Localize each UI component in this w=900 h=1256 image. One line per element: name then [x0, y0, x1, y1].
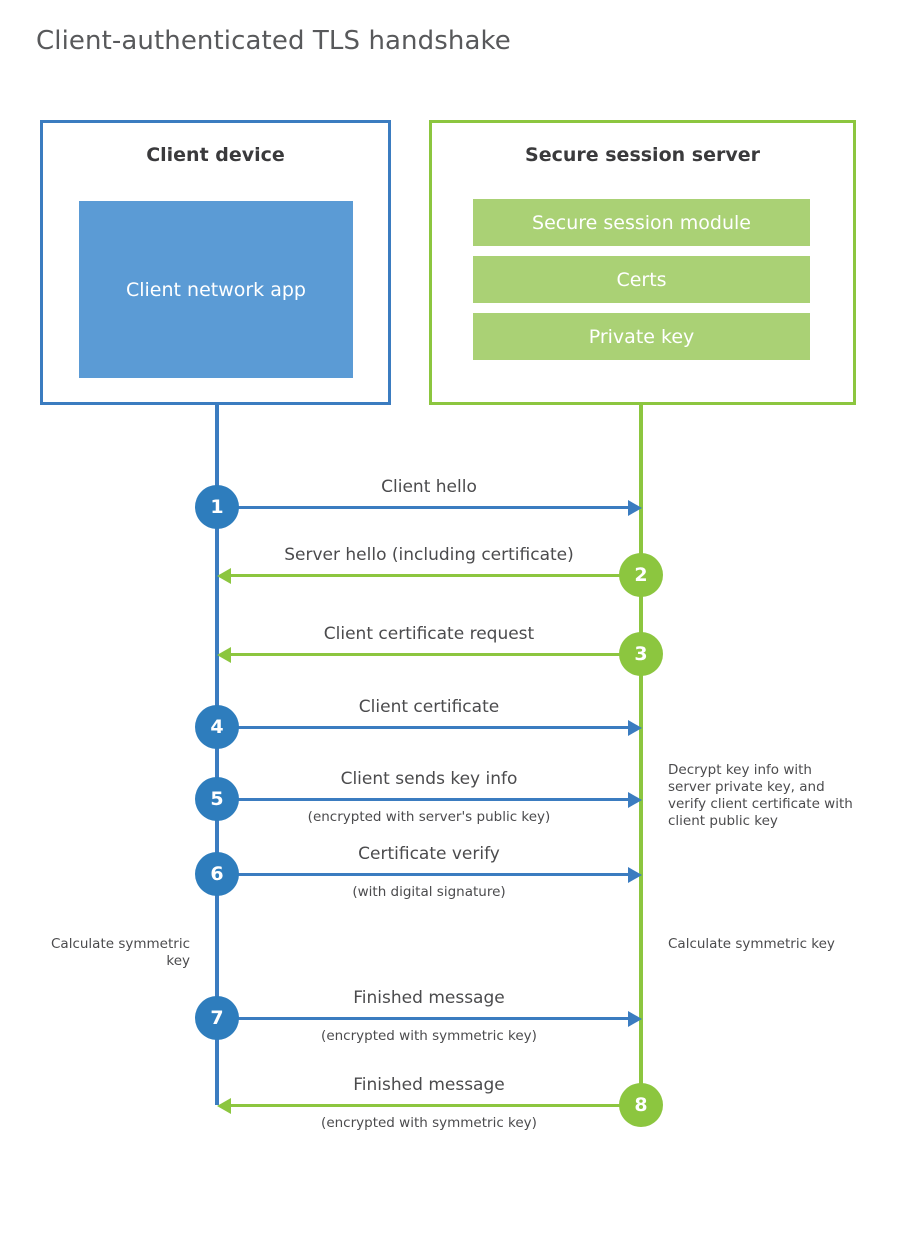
arrow-line-step-7 [217, 1017, 629, 1020]
server-module-private-key: Private key [473, 313, 810, 360]
arrow-head-step-1 [628, 500, 642, 516]
message-sublabel-step-8: (encrypted with symmetric key) [321, 1115, 537, 1131]
server-decrypt-note: Decrypt key info with server private key… [668, 762, 853, 829]
client-network-app-block: Client network app [79, 201, 353, 378]
message-label-step-7: Finished message [353, 988, 505, 1008]
arrow-line-step-1 [217, 506, 629, 509]
message-label-step-6: Certificate verify [358, 844, 500, 864]
step-badge-5[interactable]: 5 [195, 777, 239, 821]
message-label-step-4: Client certificate [358, 697, 500, 717]
secure-session-server-title: Secure session server [525, 144, 760, 166]
server-lifeline [639, 404, 643, 1105]
arrow-line-step-4 [217, 726, 629, 729]
secure-session-server-box: Secure session server Secure session mod… [429, 120, 856, 405]
step-badge-3[interactable]: 3 [619, 632, 663, 676]
arrow-line-step-5 [217, 798, 629, 801]
arrow-head-step-7 [628, 1011, 642, 1027]
client-lifeline [215, 404, 219, 1105]
message-sublabel-step-6: (with digital signature) [352, 884, 506, 900]
server-module-certs: Certs [473, 256, 810, 303]
step-badge-4[interactable]: 4 [195, 705, 239, 749]
step-badge-7[interactable]: 7 [195, 996, 239, 1040]
step-badge-8[interactable]: 8 [619, 1083, 663, 1127]
client-device-title: Client device [146, 144, 285, 166]
arrow-line-step-6 [217, 873, 629, 876]
step-badge-2[interactable]: 2 [619, 553, 663, 597]
message-label-step-5: Client sends key info [340, 769, 518, 789]
arrow-head-step-3 [217, 647, 231, 663]
step-badge-6[interactable]: 6 [195, 852, 239, 896]
message-sublabel-step-7: (encrypted with symmetric key) [321, 1028, 537, 1044]
step-badge-1[interactable]: 1 [195, 485, 239, 529]
arrow-head-step-4 [628, 720, 642, 736]
client-device-box: Client device Client network app [40, 120, 391, 405]
page-title: Client-authenticated TLS handshake [36, 26, 511, 56]
arrow-line-step-2 [228, 574, 641, 577]
message-label-step-3: Client certificate request [323, 624, 535, 644]
message-label-step-2: Server hello (including certificate) [284, 545, 574, 565]
arrow-head-step-2 [217, 568, 231, 584]
arrow-line-step-3 [228, 653, 641, 656]
message-label-step-8: Finished message [353, 1075, 505, 1095]
client-calculate-note: Calculate symmetric key [51, 936, 190, 969]
arrow-head-step-8 [217, 1098, 231, 1114]
message-label-step-1: Client hello [381, 477, 477, 497]
arrow-head-step-6 [628, 867, 642, 883]
arrow-line-step-8 [228, 1104, 641, 1107]
server-module-secure-session-module: Secure session module [473, 199, 810, 246]
message-sublabel-step-5: (encrypted with server's public key) [307, 809, 551, 825]
arrow-head-step-5 [628, 792, 642, 808]
server-calculate-note: Calculate symmetric key [668, 936, 835, 952]
